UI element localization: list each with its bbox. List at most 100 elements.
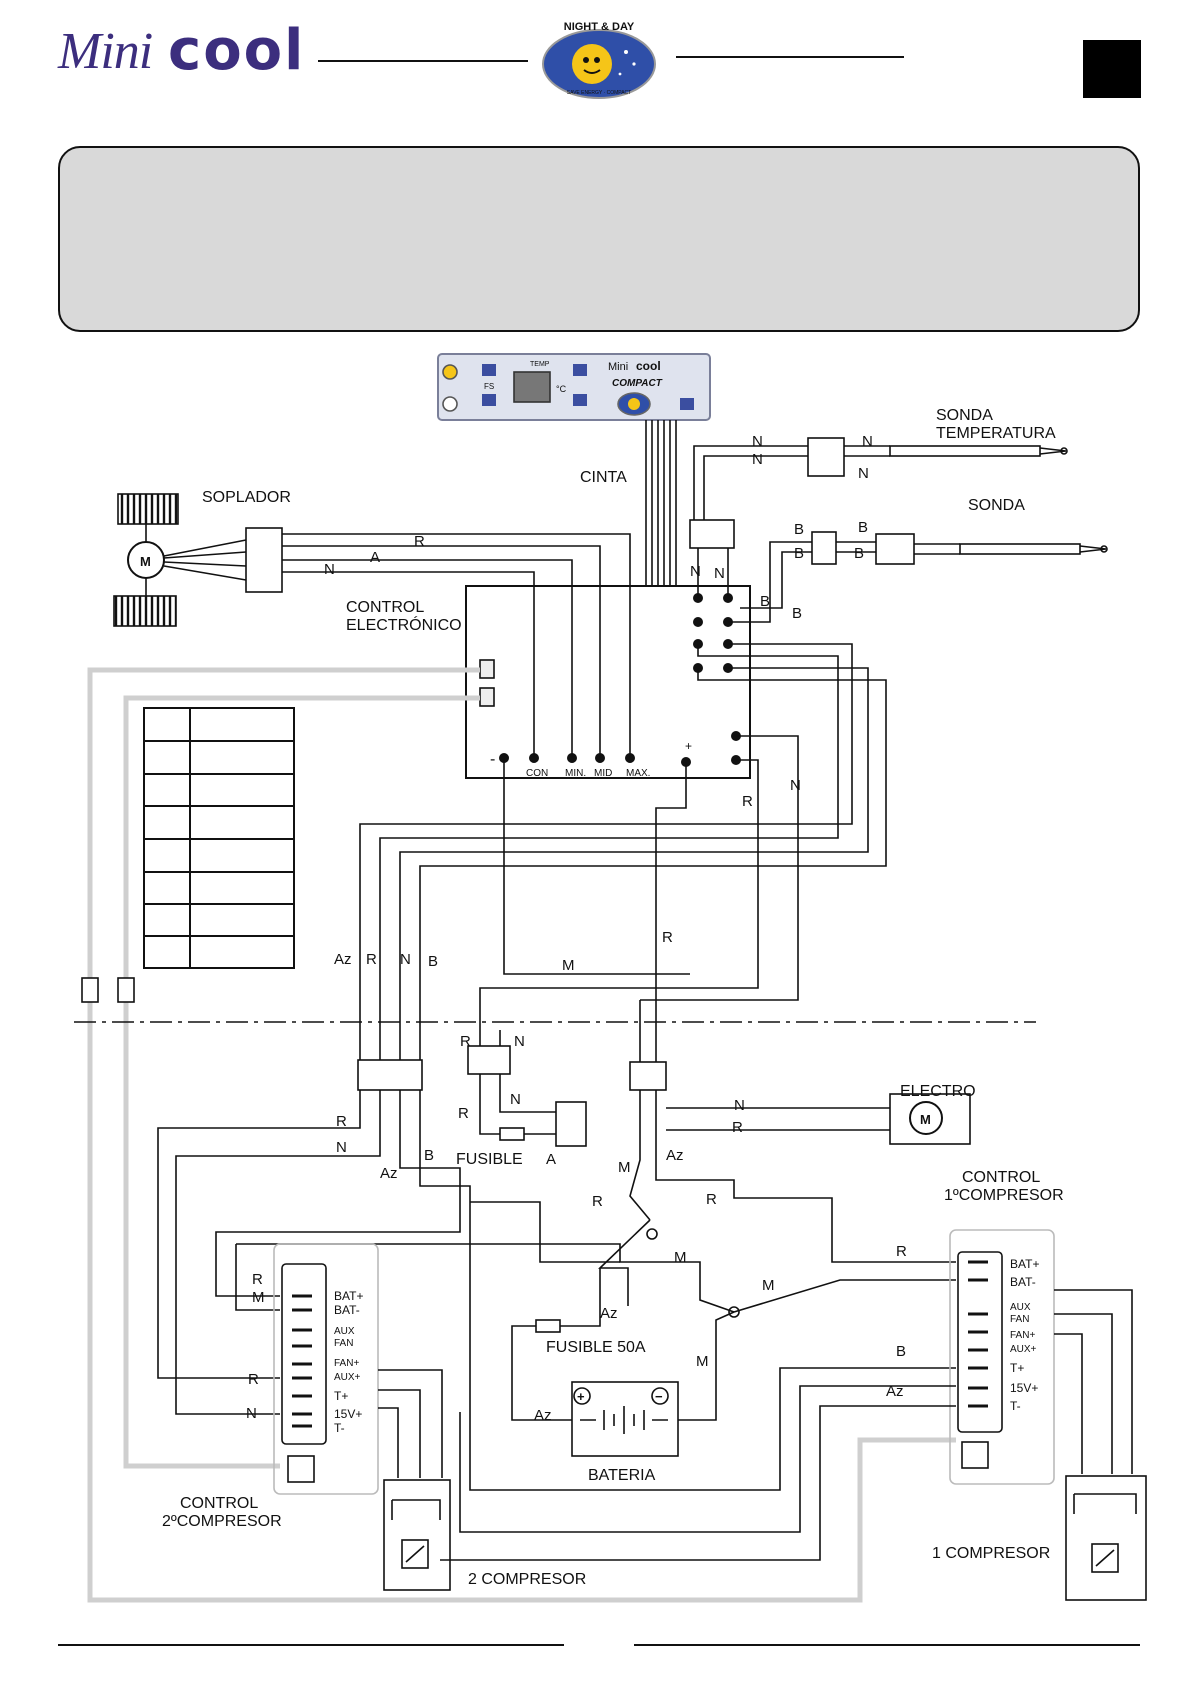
wire-n-13: N [336, 1139, 347, 1156]
header-rule-left [318, 60, 528, 62]
wire-r-2: R [742, 793, 753, 810]
wire-n-5: N [690, 563, 701, 580]
c1-pin-aux: AUX [1010, 1302, 1031, 1313]
c1-pin-aux-plus: AUX+ [1010, 1344, 1037, 1355]
c2-pin-t-minus: T- [334, 1421, 345, 1435]
sonda-temperatura-label-2: TEMPERATURA [936, 425, 1056, 442]
night-and-day-badge: NIGHT & DAY SAVE ENERGY · COMPACT [542, 21, 656, 99]
power-button [680, 398, 694, 410]
wire-b-9: B [896, 1343, 906, 1360]
moon-button-icon [442, 396, 458, 412]
wire-n-6: N [714, 565, 725, 582]
control-1-compresor-label-1: CONTROL [962, 1169, 1040, 1186]
fs-down-button [482, 394, 496, 406]
sun-icon [572, 44, 612, 84]
electro-motor-icon [909, 1101, 943, 1135]
footer-rule-right [634, 1644, 1140, 1646]
control-1-pins: BAT+ BAT- AUX FAN FAN+ AUX+ T+ 15V+ T- [1010, 1257, 1039, 1413]
wire-r-12: R [252, 1271, 263, 1288]
wire-az-2: Az [666, 1147, 684, 1164]
fusible-label: FUSIBLE [456, 1151, 523, 1168]
temp-down-button [573, 394, 587, 406]
wire-n-7: N [324, 561, 335, 578]
control-electronico-box [465, 585, 751, 779]
panel-temp-label: TEMP [530, 361, 550, 368]
wire-m-3: M [674, 1249, 687, 1266]
page-marker-block [1083, 40, 1141, 98]
header-rule-right [676, 56, 904, 58]
brand-logo-cool: cool [168, 18, 306, 83]
terminal-max: MAX. [626, 768, 650, 779]
fs-up-button [482, 364, 496, 376]
wire-r-5: R [460, 1033, 471, 1050]
wire-az-5: Az [886, 1383, 904, 1400]
cinta-label: CINTA [580, 469, 627, 486]
wire-n-9: N [400, 951, 411, 968]
wire-b-3: B [858, 519, 868, 536]
terminal-plus: + [685, 739, 692, 753]
wire-a-2: A [546, 1151, 556, 1168]
wire-n-8: N [790, 777, 801, 794]
wire-r-1: R [414, 533, 425, 550]
control-electronico-label-1: CONTROL [346, 599, 424, 616]
panel-model: COMPACT [612, 378, 663, 389]
control-2-compresor-label-1: CONTROL [180, 1495, 258, 1512]
info-panel [58, 146, 1140, 332]
c1-pin-15v: 15V+ [1010, 1381, 1038, 1395]
wire-r-10: R [706, 1191, 717, 1208]
wire-az-1: Az [334, 951, 352, 968]
wire-n-1: N [752, 433, 763, 450]
terminal-minus: - [490, 751, 495, 768]
electro-label: ELECTRO [900, 1083, 976, 1100]
wire-b-7: B [428, 953, 438, 970]
wire-r-11: R [896, 1243, 907, 1260]
temperature-display [513, 371, 551, 403]
footer-rule-left [58, 1644, 564, 1646]
sonda-temperatura-label-1: SONDA [936, 407, 993, 424]
soplador-label: SOPLADOR [202, 489, 291, 506]
temp-up-button [573, 364, 587, 376]
wire-b-6: B [792, 605, 802, 622]
c2-pin-bat-plus: BAT+ [334, 1289, 363, 1303]
control-2-pins: BAT+ BAT- AUX FAN FAN+ AUX+ T+ 15V+ T- [334, 1289, 363, 1435]
c2-pin-aux: AUX [334, 1326, 355, 1337]
c2-pin-bat-minus: BAT- [334, 1303, 360, 1317]
wire-labels: N N N N N N B B B B B B R A N N R R M Az… [246, 433, 907, 1424]
compresor-2-label: 2 COMPRESOR [468, 1571, 586, 1588]
c2-pin-fan-plus: FAN+ [334, 1358, 359, 1369]
wire-n-2: N [752, 451, 763, 468]
wire-n-3: N [862, 433, 873, 450]
wire-r-8: R [336, 1113, 347, 1130]
terminal-min: MIN. [565, 768, 586, 779]
soplador-motor-icon [127, 541, 165, 579]
control-panel [437, 353, 711, 421]
soplador-motor-letter: M [140, 554, 151, 569]
wire-b-4: B [854, 545, 864, 562]
bateria-label: BATERIA [588, 1467, 656, 1484]
c2-pin-fan: FAN [334, 1338, 353, 1349]
wire-m-1: M [562, 957, 575, 974]
control-1-compresor-label-2: 1ºCOMPRESOR [944, 1187, 1064, 1204]
battery-plus: + [577, 1389, 585, 1404]
c1-pin-t-plus: T+ [1010, 1361, 1024, 1375]
wire-b-5: B [760, 593, 770, 610]
wire-n-4: N [858, 465, 869, 482]
wire-az-3: Az [380, 1165, 398, 1182]
panel-deg-label: °C [556, 384, 567, 394]
wire-m-2: M [618, 1159, 631, 1176]
wire-r-7: R [732, 1119, 743, 1136]
control-2-compresor-label-2: 2ºCOMPRESOR [162, 1513, 282, 1530]
battery-minus: − [655, 1389, 663, 1404]
electro-motor-letter: M [920, 1112, 931, 1127]
wire-n-12: N [734, 1097, 745, 1114]
c1-pin-bat-minus: BAT- [1010, 1275, 1036, 1289]
panel-fs-label: FS [484, 382, 494, 391]
wire-r-4: R [366, 951, 377, 968]
wire-m-4: M [762, 1277, 775, 1294]
badge-top-text: NIGHT & DAY [564, 21, 635, 33]
terminal-mid: MID [594, 768, 612, 779]
wire-r-13: R [248, 1371, 259, 1388]
badge-bottom-text: SAVE ENERGY · COMPACT [567, 90, 631, 96]
wire-az-6: Az [534, 1407, 552, 1424]
